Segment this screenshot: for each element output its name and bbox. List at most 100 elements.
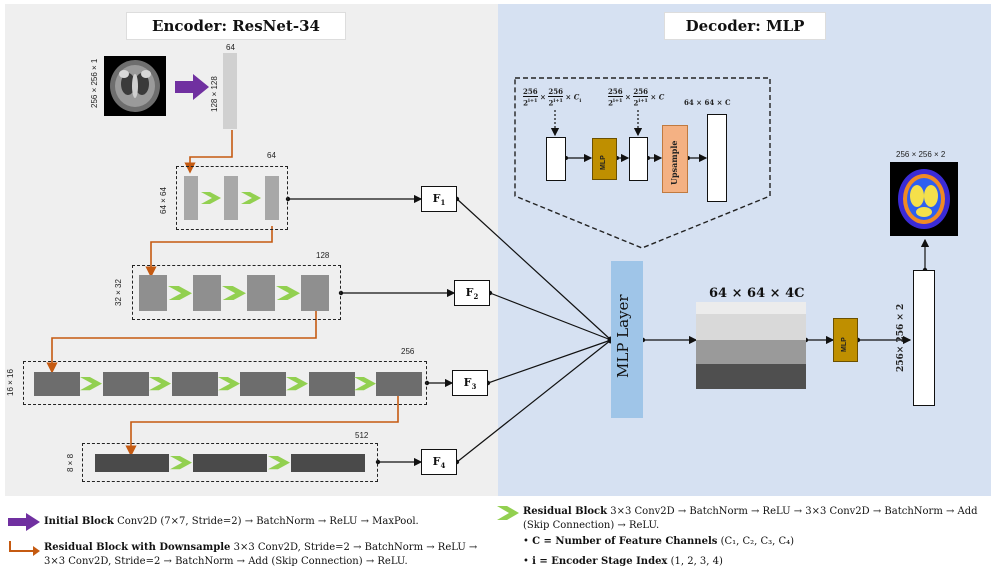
stage1-block-3 — [265, 176, 279, 220]
residual-chevron — [268, 456, 290, 470]
downsample-arrow-2 — [145, 226, 273, 278]
detail-input-tensor — [546, 137, 566, 181]
legend-i-title: i = Encoder Stage Index — [532, 556, 668, 567]
concat-layer-3 — [696, 364, 806, 389]
f2-sub: 2 — [473, 292, 479, 302]
legend-downsample-icon — [9, 541, 40, 556]
stage2-block-1 — [139, 275, 167, 311]
legend-c-title: C = Number of Feature Channels — [532, 536, 718, 547]
legend-residual: Residual Block 3×3 Conv2D → BatchNorm → … — [523, 505, 989, 533]
feature-box-f3: F3 — [452, 370, 488, 396]
decoder-panel — [498, 4, 991, 496]
residual-chevron — [80, 377, 102, 391]
stage4-channels: 512 — [355, 431, 369, 440]
initial-block-arrow — [175, 74, 209, 100]
stage3-box — [23, 361, 427, 405]
downsample-arrow-1 — [184, 130, 233, 174]
detail-output-shape: 64 × 64 × C — [684, 98, 731, 107]
legend-downsample: Residual Block with Downsample 3×3 Conv2… — [44, 541, 484, 569]
f1-sub: 1 — [440, 198, 446, 208]
input-dim-label: 256 × 256 × 1 — [90, 58, 99, 108]
downsample-arrow-4 — [125, 396, 399, 457]
residual-chevron — [170, 456, 192, 470]
f1-main: F — [432, 192, 441, 205]
f2-main: F — [465, 286, 474, 299]
f3-to-mlp — [487, 339, 612, 384]
output-tensor — [913, 270, 935, 406]
legend-c-def: • C = Number of Feature Channels (C₁, C₂… — [523, 536, 795, 547]
detail-upsample-label: Upsample — [669, 140, 679, 185]
stage1-dim: 64 × 64 — [159, 187, 168, 214]
output-segmentation-image — [890, 162, 958, 236]
initial-channels: 64 — [226, 43, 235, 52]
detail-callout — [514, 77, 771, 249]
encoder-panel — [5, 4, 498, 496]
concat-layer-top — [696, 302, 806, 314]
residual-chevron — [222, 285, 246, 301]
stage1-box — [176, 166, 288, 230]
detail-output-tensor — [707, 114, 727, 202]
stage3-block-4 — [240, 372, 286, 396]
feature-box-f4: F4 — [421, 449, 457, 475]
residual-chevron — [168, 285, 192, 301]
detail-mid-shape: 256 2i+1 × 256 2i+1 × C — [608, 87, 665, 108]
stage3-block-3 — [172, 372, 218, 396]
stage4-block-2 — [193, 454, 267, 472]
residual-chevron — [218, 377, 240, 391]
encoder-title: Encoder: ResNet-34 — [126, 12, 346, 40]
detail-input-shape: 256 2i+1 × 256 2i+1 × Ci — [523, 87, 582, 108]
concat-layer-2 — [696, 340, 806, 364]
stage4-box — [82, 443, 378, 482]
f4-sub: 4 — [440, 461, 446, 471]
output-image-dim: 256 × 256 × 2 — [896, 150, 946, 159]
output-tensor-dim: 256× 256 × 2 — [896, 303, 906, 372]
legend-initial: Initial Block Conv2D (7×7, Stride=2) → B… — [44, 515, 464, 529]
input-mri-image — [104, 56, 166, 116]
legend-residual-icon — [497, 506, 519, 520]
detail-mlp-label: MLP — [600, 155, 607, 170]
stage3-block-5 — [309, 372, 355, 396]
detail-mlp-block — [592, 138, 617, 180]
f4-main: F — [432, 455, 441, 468]
decoder-title: Decoder: MLP — [664, 12, 826, 40]
f3-main: F — [463, 376, 472, 389]
residual-chevron — [241, 192, 261, 204]
residual-chevron — [201, 192, 221, 204]
residual-chevron — [149, 377, 171, 391]
stage4-dim: 8 × 8 — [66, 453, 75, 472]
legend-residual-title: Residual Block — [523, 506, 608, 517]
feature-box-f2: F2 — [454, 280, 490, 306]
stage3-block-2 — [103, 372, 149, 396]
initial-block — [223, 53, 237, 129]
legend-initial-title: Initial Block — [44, 516, 114, 527]
final-mlp-label: MLP — [841, 337, 848, 352]
legend-downsample-text: 3×3 Conv2D, Stride=2 → BatchNorm → ReLU … — [44, 542, 478, 567]
detail-upsample-block — [662, 125, 688, 193]
residual-chevron — [286, 377, 308, 391]
stage2-box — [132, 265, 341, 320]
concat-shape: 64 × 64 × 4C — [709, 286, 805, 301]
legend-downsample-title: Residual Block with Downsample — [44, 542, 231, 553]
legend-c-list: (C₁, C₂, C₃, C₄) — [720, 536, 795, 547]
stage2-channels: 128 — [316, 251, 330, 260]
feature-box-f1: F1 — [421, 186, 457, 212]
legend-residual-text: 3×3 Conv2D → BatchNorm → ReLU → 3×3 Conv… — [523, 506, 978, 531]
stage3-dim: 16 × 16 — [6, 369, 15, 396]
stage4-block-3 — [291, 454, 365, 472]
f4-to-mlp — [456, 339, 612, 463]
concat-layer-1 — [696, 314, 806, 340]
legend-i-def: • i = Encoder Stage Index (1, 2, 3, 4) — [523, 556, 723, 567]
stage2-block-3 — [247, 275, 275, 311]
residual-chevron — [276, 285, 300, 301]
stage3-block-6 — [376, 372, 422, 396]
f3-sub: 3 — [471, 382, 477, 392]
detail-mid-tensor — [629, 137, 648, 181]
stage4-block-1 — [95, 454, 169, 472]
final-mlp-block — [833, 318, 858, 362]
stage1-block-2 — [224, 176, 238, 220]
stage2-block-4 — [301, 275, 329, 311]
stage1-block-1 — [184, 176, 198, 220]
f1-to-mlp — [456, 198, 612, 341]
legend-i-list: (1, 2, 3, 4) — [670, 556, 723, 567]
